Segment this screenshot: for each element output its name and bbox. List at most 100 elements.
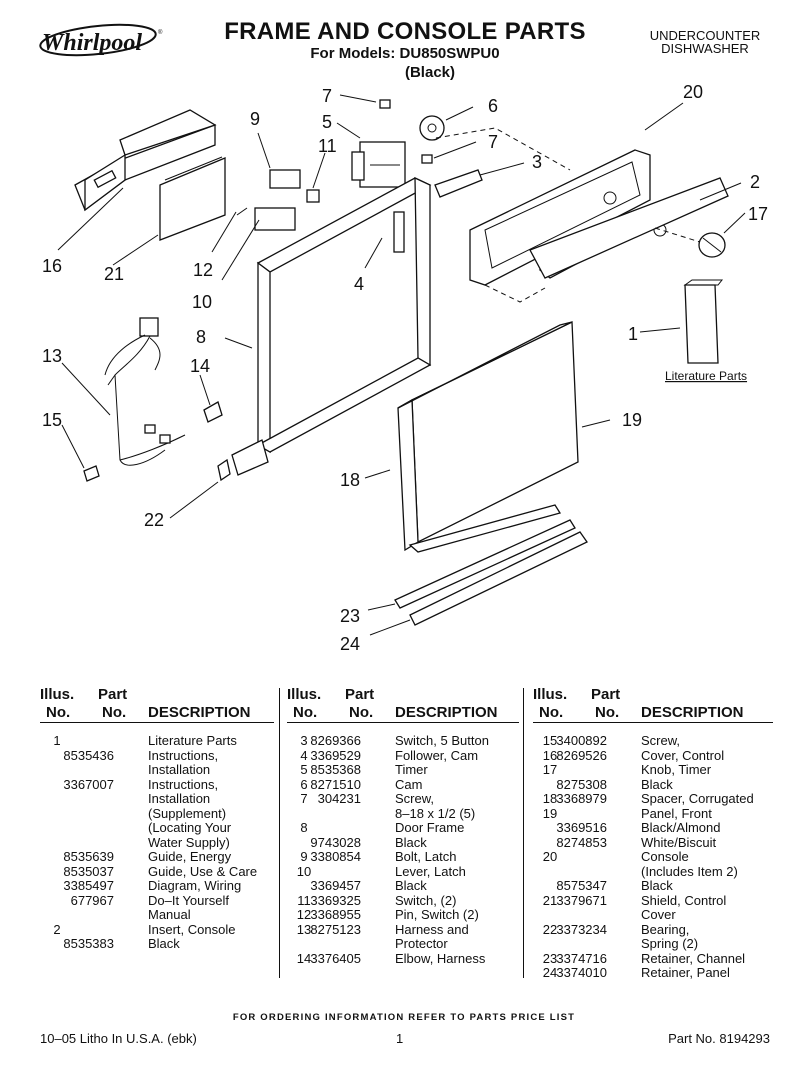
part-number-cell: 3374716 (556, 950, 607, 966)
whirlpool-logo: Whirlpool ® (39, 23, 163, 57)
illus-number-cell: 4 (300, 747, 308, 763)
description-cell: Black (641, 776, 673, 792)
description-cell: Manual (148, 907, 191, 922)
callout-17: 17 (748, 204, 768, 224)
table-row: (Locating Your (40, 820, 274, 836)
channel-retainer-part (394, 519, 576, 609)
description-cell: Door Frame (395, 820, 465, 835)
description-cell: Instructions, (148, 776, 219, 792)
screw-part (379, 99, 391, 109)
description-cell: Spring (2) (641, 936, 699, 951)
callout-15: 15 (42, 410, 62, 430)
description-cell: Timer (395, 762, 428, 777)
header-description: DESCRIPTION (395, 704, 498, 721)
part-number-cell: 8274853 (556, 834, 607, 850)
callout-6: 6 (488, 96, 498, 116)
description-cell: Installation (148, 791, 211, 806)
screw-part (421, 154, 433, 164)
timer-knob-part (698, 232, 726, 258)
part-number-cell: 3385497 (63, 878, 114, 893)
description-cell: Screw, (641, 733, 681, 748)
header-illus-top: Illus. (533, 686, 568, 703)
table-header: Illus. No. Part No. DESCRIPTION (533, 686, 773, 726)
corrugated-spacer-part (408, 504, 562, 553)
callout-19: 19 (622, 410, 642, 430)
callout-20: 20 (683, 82, 703, 102)
description-cell: Cover, Control (641, 747, 725, 763)
callout-13: 13 (42, 346, 62, 366)
part-number-cell: 8271510 (310, 776, 361, 792)
callout-16: 16 (42, 256, 62, 276)
description-cell: Bolt, Latch (395, 849, 457, 864)
header-part-bottom: No. (595, 704, 620, 721)
table-row: Water Supply) (40, 835, 274, 851)
part-number-cell: 8269366 (310, 733, 361, 748)
illus-number-cell: 13 (296, 921, 312, 937)
part-number-cell: 8535639 (63, 849, 114, 864)
part-number-cell: 9743028 (310, 834, 361, 850)
table-header: Illus. No. Part No. DESCRIPTION (287, 686, 519, 726)
part-number-cell: 677967 (70, 892, 114, 908)
latch-parts (236, 169, 320, 231)
column-divider (523, 688, 524, 978)
part-number-cell: 8269526 (556, 747, 607, 763)
illus-number-cell: 9 (300, 849, 308, 864)
callout-numbers: 1 2 3 4 5 6 7 7 8 9 10 11 12 13 14 15 16… (42, 82, 768, 654)
table-row: 8 Door Frame (287, 820, 519, 836)
part-number-cell: 8535037 (63, 863, 114, 879)
illus-number-cell: 20 (542, 849, 558, 864)
description-cell: Follower, Cam (395, 747, 479, 763)
description-cell: Switch, (2) (395, 892, 457, 908)
description-cell: Literature Parts (148, 733, 237, 748)
description-cell: Black (641, 878, 673, 893)
console-part (469, 149, 667, 286)
description-cell: Screw, (395, 791, 435, 806)
part-number-cell: 8275123 (310, 921, 361, 937)
description-cell: Elbow, Harness (395, 950, 486, 966)
illus-number-cell: 22 (542, 921, 558, 937)
header-part-top: Part (98, 686, 128, 703)
callout-21: 21 (104, 264, 124, 284)
literature-parts-item (684, 284, 719, 364)
illus-number-cell: 16 (542, 747, 558, 763)
part-number-cell: 3379671 (556, 892, 607, 908)
screw-part (83, 465, 100, 482)
illus-number-cell: 11 (297, 892, 311, 908)
callout-2: 2 (750, 172, 760, 192)
header-illus-bottom: No. (46, 704, 71, 721)
table-row: (Includes Item 2) (533, 863, 773, 880)
part-number-cell: 3380854 (310, 849, 361, 864)
svg-text:Whirlpool: Whirlpool (42, 30, 142, 56)
page-number: 1 (396, 1031, 404, 1046)
part-number-cell: 3376405 (310, 950, 361, 966)
literature-parts-label: Literature Parts (665, 369, 747, 383)
part-number-cell: 3369516 (556, 820, 607, 835)
description-cell: (Includes Item 2) (641, 863, 738, 879)
part-number-cell: 304231 (317, 791, 361, 806)
leader-lines (57, 94, 746, 636)
callout-18: 18 (340, 470, 360, 490)
header-illus-top: Illus. (287, 686, 322, 703)
illus-number-cell: 6 (300, 776, 308, 792)
cam-part (419, 115, 445, 141)
description-cell: Harness and (395, 921, 469, 937)
description-cell: 8–18 x 1/2 (5) (395, 805, 476, 821)
description-cell: Black/Almond (641, 820, 721, 835)
description-cell: (Supplement) (148, 805, 227, 821)
illus-number-cell: 8 (300, 820, 308, 835)
